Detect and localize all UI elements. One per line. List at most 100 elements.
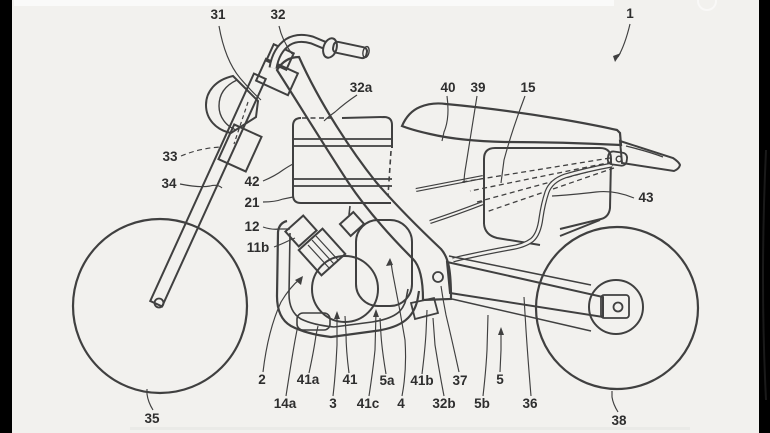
paper-top-strip bbox=[14, 0, 614, 6]
leader-11b bbox=[273, 237, 296, 248]
chain-upper bbox=[448, 255, 592, 286]
leader-5 bbox=[499, 330, 502, 373]
ref-label-36: 36 bbox=[522, 396, 538, 411]
ref-label-4: 4 bbox=[397, 396, 405, 411]
battery-box-bands bbox=[293, 138, 392, 187]
ref-label-5b: 5b bbox=[474, 396, 490, 411]
leader-32a bbox=[323, 94, 358, 122]
leader-3 bbox=[332, 314, 338, 397]
steering-axis-dash bbox=[233, 101, 249, 145]
ref-label-5a: 5a bbox=[379, 373, 395, 388]
cylinder-fins bbox=[307, 235, 339, 270]
ref-label-34: 34 bbox=[161, 176, 177, 191]
intake-pipe bbox=[348, 205, 351, 216]
ref-label-33: 33 bbox=[162, 149, 178, 164]
lower-triple-clamp bbox=[217, 123, 263, 173]
ref-label-39: 39 bbox=[470, 80, 485, 95]
ref-label-41: 41 bbox=[342, 372, 358, 387]
skid-plate bbox=[275, 219, 421, 339]
leader-42 bbox=[262, 163, 294, 182]
leader-41b bbox=[421, 309, 428, 375]
ref-label-14a: 14a bbox=[274, 396, 297, 411]
paper-background bbox=[12, 0, 759, 433]
ref-label-21: 21 bbox=[244, 195, 260, 210]
rear-guard-tube bbox=[452, 162, 613, 263]
leader-33 bbox=[180, 146, 222, 157]
right-bar-artifact bbox=[762, 149, 767, 401]
ref-label-3: 3 bbox=[329, 396, 337, 411]
ref-label-32: 32 bbox=[270, 7, 285, 22]
rear-wheel bbox=[534, 225, 700, 391]
ref-label-41c: 41c bbox=[357, 396, 380, 411]
leader-arrowheads bbox=[295, 53, 621, 335]
ref-label-2: 2 bbox=[258, 372, 266, 387]
leader-5a bbox=[379, 317, 387, 375]
gear-cover bbox=[355, 219, 413, 307]
ref-label-42: 42 bbox=[244, 174, 259, 189]
ref-label-12: 12 bbox=[244, 219, 259, 234]
ref-label-41a: 41a bbox=[297, 372, 320, 387]
ref-label-40: 40 bbox=[440, 80, 455, 95]
drain-cover bbox=[296, 312, 331, 331]
ref-label-1: 1 bbox=[626, 6, 634, 21]
upper-triple-clamp bbox=[254, 57, 300, 97]
leader-32b bbox=[432, 317, 445, 397]
subframe-rails bbox=[415, 174, 484, 224]
leader-43 bbox=[551, 191, 635, 199]
arrow-5 bbox=[498, 327, 504, 335]
main-frame-spar bbox=[275, 55, 453, 321]
leader-38 bbox=[611, 391, 619, 413]
leader-lines bbox=[146, 23, 635, 413]
paper-bottom-smudge bbox=[130, 427, 690, 430]
leader-4 bbox=[390, 261, 407, 397]
ref-label-15: 15 bbox=[520, 80, 536, 95]
leader-2 bbox=[262, 278, 301, 373]
leader-36 bbox=[523, 296, 532, 397]
leader-41c bbox=[368, 311, 377, 397]
grip bbox=[331, 40, 369, 60]
chain-lower bbox=[451, 298, 592, 332]
tail-fender bbox=[618, 139, 682, 173]
grip-flange bbox=[322, 37, 338, 59]
ref-label-37: 37 bbox=[452, 373, 467, 388]
battery-box bbox=[292, 115, 393, 204]
rear-hub bbox=[588, 279, 644, 335]
ref-label-43: 43 bbox=[638, 190, 654, 205]
arrow-1 bbox=[613, 53, 621, 62]
leader-35 bbox=[146, 389, 154, 411]
leader-41a bbox=[308, 325, 319, 374]
ref-label-31: 31 bbox=[210, 7, 226, 22]
ref-label-35: 35 bbox=[144, 411, 160, 426]
leader-5b bbox=[482, 314, 489, 397]
leader-41 bbox=[344, 315, 350, 374]
axle-plate bbox=[600, 294, 630, 319]
grip-end bbox=[362, 45, 370, 59]
leader-15 bbox=[500, 95, 526, 184]
rear-axle bbox=[612, 301, 624, 313]
leader-39 bbox=[463, 95, 478, 184]
line-art: 3132132a403915333442211211b43241a415a41b… bbox=[71, 6, 700, 428]
front-axle bbox=[153, 297, 165, 309]
cylinder bbox=[297, 227, 347, 277]
pivot-bolt bbox=[432, 271, 444, 283]
hidden-edge-dashes bbox=[461, 157, 615, 213]
ref-label-32b: 32b bbox=[432, 396, 455, 411]
arrow-41c bbox=[373, 309, 379, 317]
arrow-3 bbox=[334, 311, 340, 319]
arrow-2 bbox=[295, 276, 303, 285]
leader-32 bbox=[278, 25, 293, 55]
ref-label-11b: 11b bbox=[247, 240, 270, 255]
arrow-4 bbox=[386, 258, 393, 266]
leader-12 bbox=[262, 226, 290, 230]
leader-14a bbox=[285, 329, 298, 397]
frame-lower-end bbox=[409, 296, 440, 321]
handlebar bbox=[268, 33, 370, 69]
leader-31 bbox=[218, 25, 262, 101]
leader-40 bbox=[441, 95, 449, 142]
ref-label-5: 5 bbox=[496, 372, 504, 387]
ref-label-32a: 32a bbox=[350, 80, 373, 95]
paper-top-right-artifact bbox=[697, 0, 717, 11]
swingarm bbox=[445, 255, 644, 335]
